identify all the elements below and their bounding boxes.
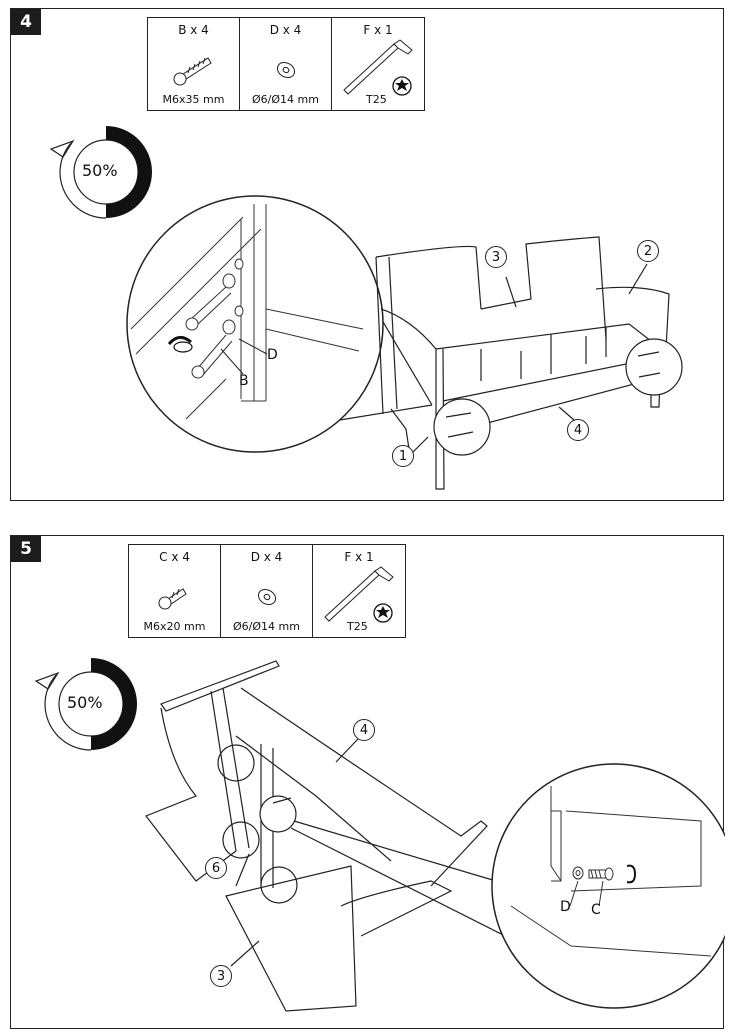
part-hex-key-f: F x 1 T25 — [313, 545, 405, 637]
washer-label: D — [267, 347, 278, 363]
hex-key-icon — [343, 39, 413, 96]
bolt-label: B — [239, 373, 249, 389]
bolt-label: C — [591, 902, 601, 918]
step-number: 5 — [11, 536, 41, 562]
callout-4: 4 — [567, 419, 589, 441]
step-4-panel: 4 — [10, 8, 724, 501]
washer-icon — [257, 588, 277, 606]
part-washer-d: D x 4 Ø6/Ø14 mm — [240, 18, 332, 110]
callout-6: 6 — [205, 857, 227, 879]
sofa-flipped-drawing — [145, 660, 522, 1012]
part-hex-key-f: F x 1 T25 — [332, 18, 424, 110]
part-bolt-c: C x 4 M6x20 mm — [129, 545, 221, 637]
progress-ring-icon — [49, 126, 152, 219]
step-5-illustration — [34, 658, 725, 1012]
part-bolt-b: B x 4 M6x35 mm — [148, 18, 240, 110]
step-4-illustration — [49, 126, 683, 490]
progress-ring-icon — [34, 658, 137, 751]
part-washer-d: D x 4 Ø6/Ø14 mm — [221, 545, 313, 637]
callout-2: 2 — [637, 240, 659, 262]
washer-icon — [276, 61, 296, 79]
progress-label: 50% — [82, 161, 118, 180]
detail-zoom-circle — [491, 763, 725, 1009]
parts-table: C x 4 M6x20 mm D x 4 Ø6/Ø14 mm F x 1 — [128, 544, 406, 638]
callout-4: 4 — [353, 719, 375, 741]
progress-label: 50% — [67, 693, 103, 712]
bolt-short-icon — [158, 588, 187, 610]
step-number: 4 — [11, 9, 41, 35]
hex-key-icon — [324, 566, 394, 623]
step-5-panel: 5 — [10, 535, 725, 1029]
bolt-long-icon — [173, 57, 212, 86]
sofa-drawing — [375, 236, 683, 490]
washer-label: D — [560, 899, 571, 915]
callout-1: 1 — [392, 445, 414, 467]
callout-3: 3 — [485, 246, 507, 268]
parts-table: B x 4 M6x35 mm D x 4 Ø6/Ø14 mm F x 1 — [147, 17, 425, 111]
detail-zoom-circle — [126, 195, 433, 453]
callout-3: 3 — [210, 965, 232, 987]
